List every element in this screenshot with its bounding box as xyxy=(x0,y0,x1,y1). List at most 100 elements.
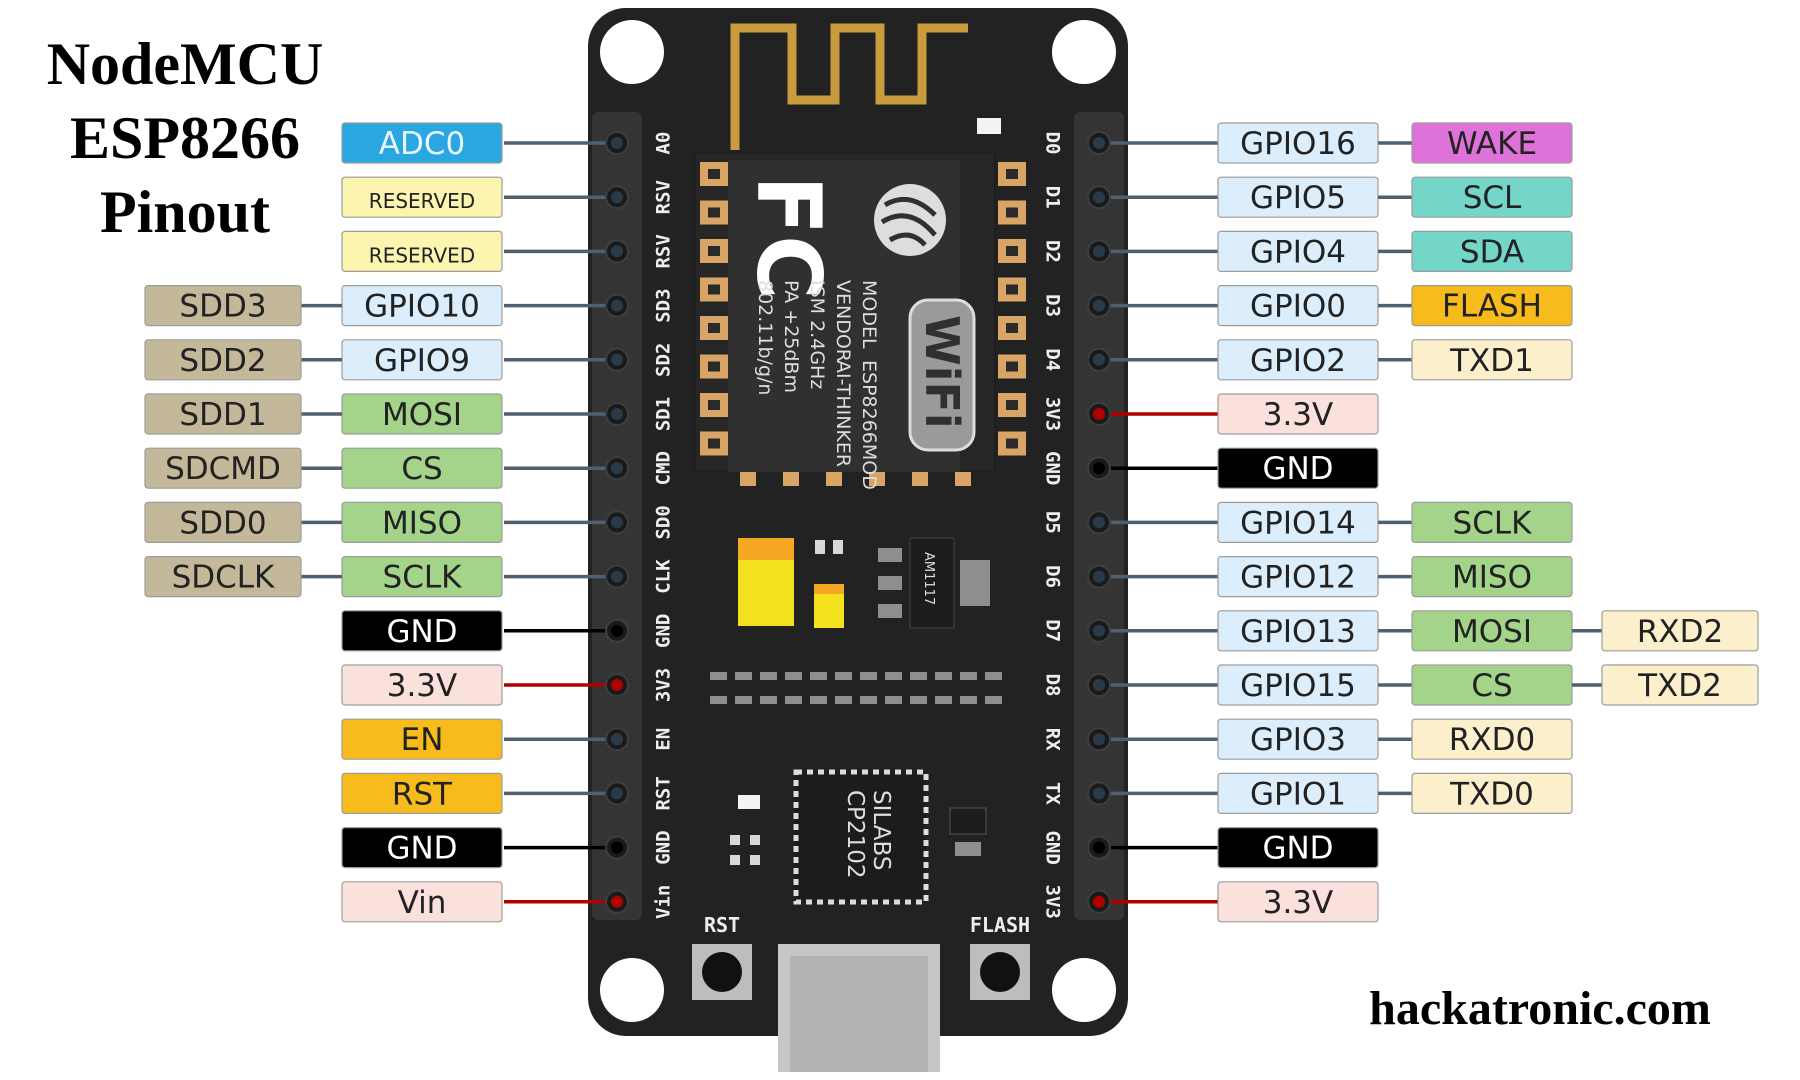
transistor-pin xyxy=(955,842,981,856)
pin-label-gnd: GND xyxy=(1217,447,1379,489)
silkscreen-pin-name: 3V3 xyxy=(653,668,675,702)
pin-label-text: RESERVED xyxy=(369,243,475,267)
pin-label-text: GPIO15 xyxy=(1240,668,1356,704)
module-text-line: MODEL xyxy=(858,280,880,349)
reset-button-cap[interactable] xyxy=(702,952,742,992)
pin-label-box xyxy=(1411,230,1573,272)
smd-resistor xyxy=(815,540,825,554)
smd-pad xyxy=(710,672,727,680)
left-pin-row: RSV RESERVED xyxy=(341,230,675,272)
smd-pad xyxy=(760,696,777,704)
pin-label-power: 3.3V xyxy=(1217,881,1379,923)
title-line-2: ESP8266 xyxy=(70,105,300,171)
pin-label-box xyxy=(341,610,503,652)
pin-label-spi: MOSI xyxy=(1411,610,1573,652)
pin-label-spi: MOSI xyxy=(341,393,503,435)
smd-pad xyxy=(860,696,877,704)
pin-label-text: SCLK xyxy=(1453,505,1533,541)
pin-label-text: GPIO1 xyxy=(1250,776,1346,812)
silkscreen-pin-name: SD1 xyxy=(653,397,675,431)
pin-label-gpio: GPIO14 xyxy=(1217,501,1379,543)
smd-pad xyxy=(885,672,902,680)
header-pin-dot xyxy=(611,353,623,366)
smd-pad xyxy=(935,696,952,704)
pin-label-text: GPIO3 xyxy=(1250,722,1346,758)
pin-label-box xyxy=(341,230,503,272)
pin-label-box xyxy=(1411,718,1573,760)
header-pin-dot xyxy=(1093,462,1105,475)
pin-label-gpio: GPIO5 xyxy=(1217,176,1379,218)
header-pin-dot xyxy=(1093,299,1105,312)
module-pad-hole xyxy=(1006,246,1018,256)
silkscreen-pin-name: CLK xyxy=(653,559,675,594)
regulator-pin xyxy=(878,576,902,590)
antenna-trace xyxy=(730,23,968,150)
pin-label-power: 3.3V xyxy=(341,664,503,706)
silkscreen-pin-name: RSV xyxy=(653,234,675,268)
pin-label-uart: TXD0 xyxy=(1411,772,1573,815)
silkscreen-pin-name: SD0 xyxy=(653,505,675,539)
module-pad xyxy=(955,472,971,486)
pin-label-box xyxy=(1411,555,1573,598)
pin-label-box xyxy=(341,122,503,164)
pin-label-gnd: GND xyxy=(341,826,503,869)
header-pin-dot xyxy=(1093,516,1105,529)
pin-label-box xyxy=(1601,610,1759,652)
silkscreen-pin-name: EN xyxy=(653,728,675,751)
smd-pad xyxy=(785,672,802,680)
pin-label-sd: SDCLK xyxy=(144,555,302,598)
header-pin-dot xyxy=(611,299,623,312)
smd-resistor xyxy=(833,540,843,554)
header-pin-dot xyxy=(1093,733,1105,746)
pin-label-adc: ADC0 xyxy=(341,122,503,164)
pin-label-box xyxy=(341,881,503,923)
silkscreen-pin-name: D8 xyxy=(1042,674,1064,697)
pin-label-spi: CS xyxy=(1411,664,1573,706)
silkscreen-pin-name: RSV xyxy=(653,180,675,214)
pin-label-text: 3.3V xyxy=(1263,885,1334,921)
pin-label-text: RESERVED xyxy=(369,189,475,213)
pin-label-box xyxy=(144,393,302,435)
header-pin-dot xyxy=(611,570,623,583)
pin-label-text: CS xyxy=(401,451,442,487)
pin-label-gpio: GPIO9 xyxy=(341,339,503,381)
pin-label-box xyxy=(341,664,503,706)
module-pad-hole xyxy=(1006,438,1018,449)
header-pin-dot xyxy=(611,624,623,637)
pin-label-gpio: GPIO15 xyxy=(1217,664,1379,706)
pin-label-power: 3.3V xyxy=(1217,393,1379,435)
smd-led xyxy=(977,118,1001,134)
pin-label-box xyxy=(144,339,302,381)
module-pad-hole xyxy=(1006,169,1018,179)
pin-label-text: GPIO12 xyxy=(1240,560,1356,596)
flash-button-cap[interactable] xyxy=(980,952,1020,992)
module-pad-hole xyxy=(1006,207,1018,218)
silkscreen-pin-name: SD2 xyxy=(653,343,675,377)
header-pin-dot xyxy=(611,841,623,854)
pin-label-box xyxy=(1411,772,1573,815)
module-pad xyxy=(912,472,928,486)
pin-label-text: Vin xyxy=(398,885,447,921)
pin-label-box xyxy=(1411,339,1573,381)
pin-label-text: SDD0 xyxy=(179,505,266,541)
smd-pad xyxy=(710,696,727,704)
pin-label-uart: TXD1 xyxy=(1411,339,1573,381)
smd-pad xyxy=(860,672,877,680)
pin-label-text: ADC0 xyxy=(379,126,465,162)
left-pin-row: RSV RESERVED xyxy=(341,176,675,218)
smd-pad xyxy=(985,696,1002,704)
module-text-line: ISM 2.4GHz xyxy=(806,280,828,389)
capacitor-band xyxy=(738,538,794,560)
silkscreen-pin-name: GND xyxy=(1042,451,1064,485)
pin-label-box xyxy=(144,285,302,327)
smd-pad xyxy=(885,696,902,704)
module-pads xyxy=(700,162,1026,486)
silkscreen-pin-name: Vin xyxy=(653,885,675,919)
